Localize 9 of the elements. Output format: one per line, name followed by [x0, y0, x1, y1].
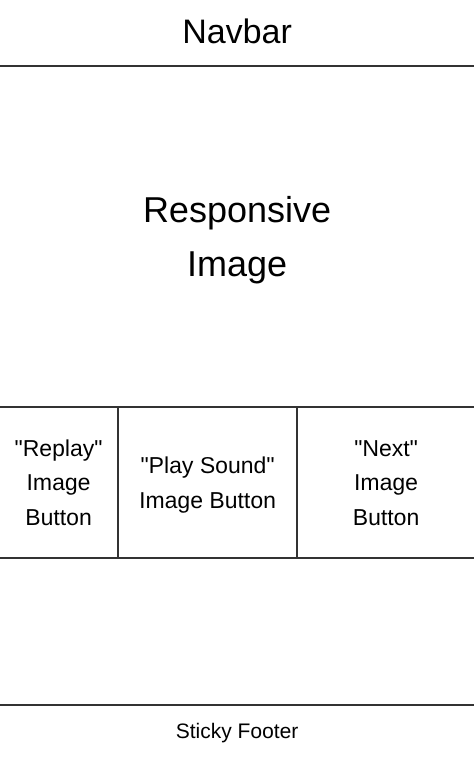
- image-button-cell: [117, 406, 298, 559]
- image-button-cell: [296, 406, 474, 559]
- label-text: "Replay" Image Button: [14, 434, 104, 532]
- label-text: Sticky Footer: [176, 719, 298, 746]
- label-text: Navbar: [182, 12, 292, 53]
- label-text: "Next" Image Button: [352, 434, 420, 532]
- image-button-cell: [0, 406, 119, 559]
- label-text: "Play Sound" Image Button: [138, 451, 277, 515]
- label-text: Responsive Image: [142, 188, 332, 286]
